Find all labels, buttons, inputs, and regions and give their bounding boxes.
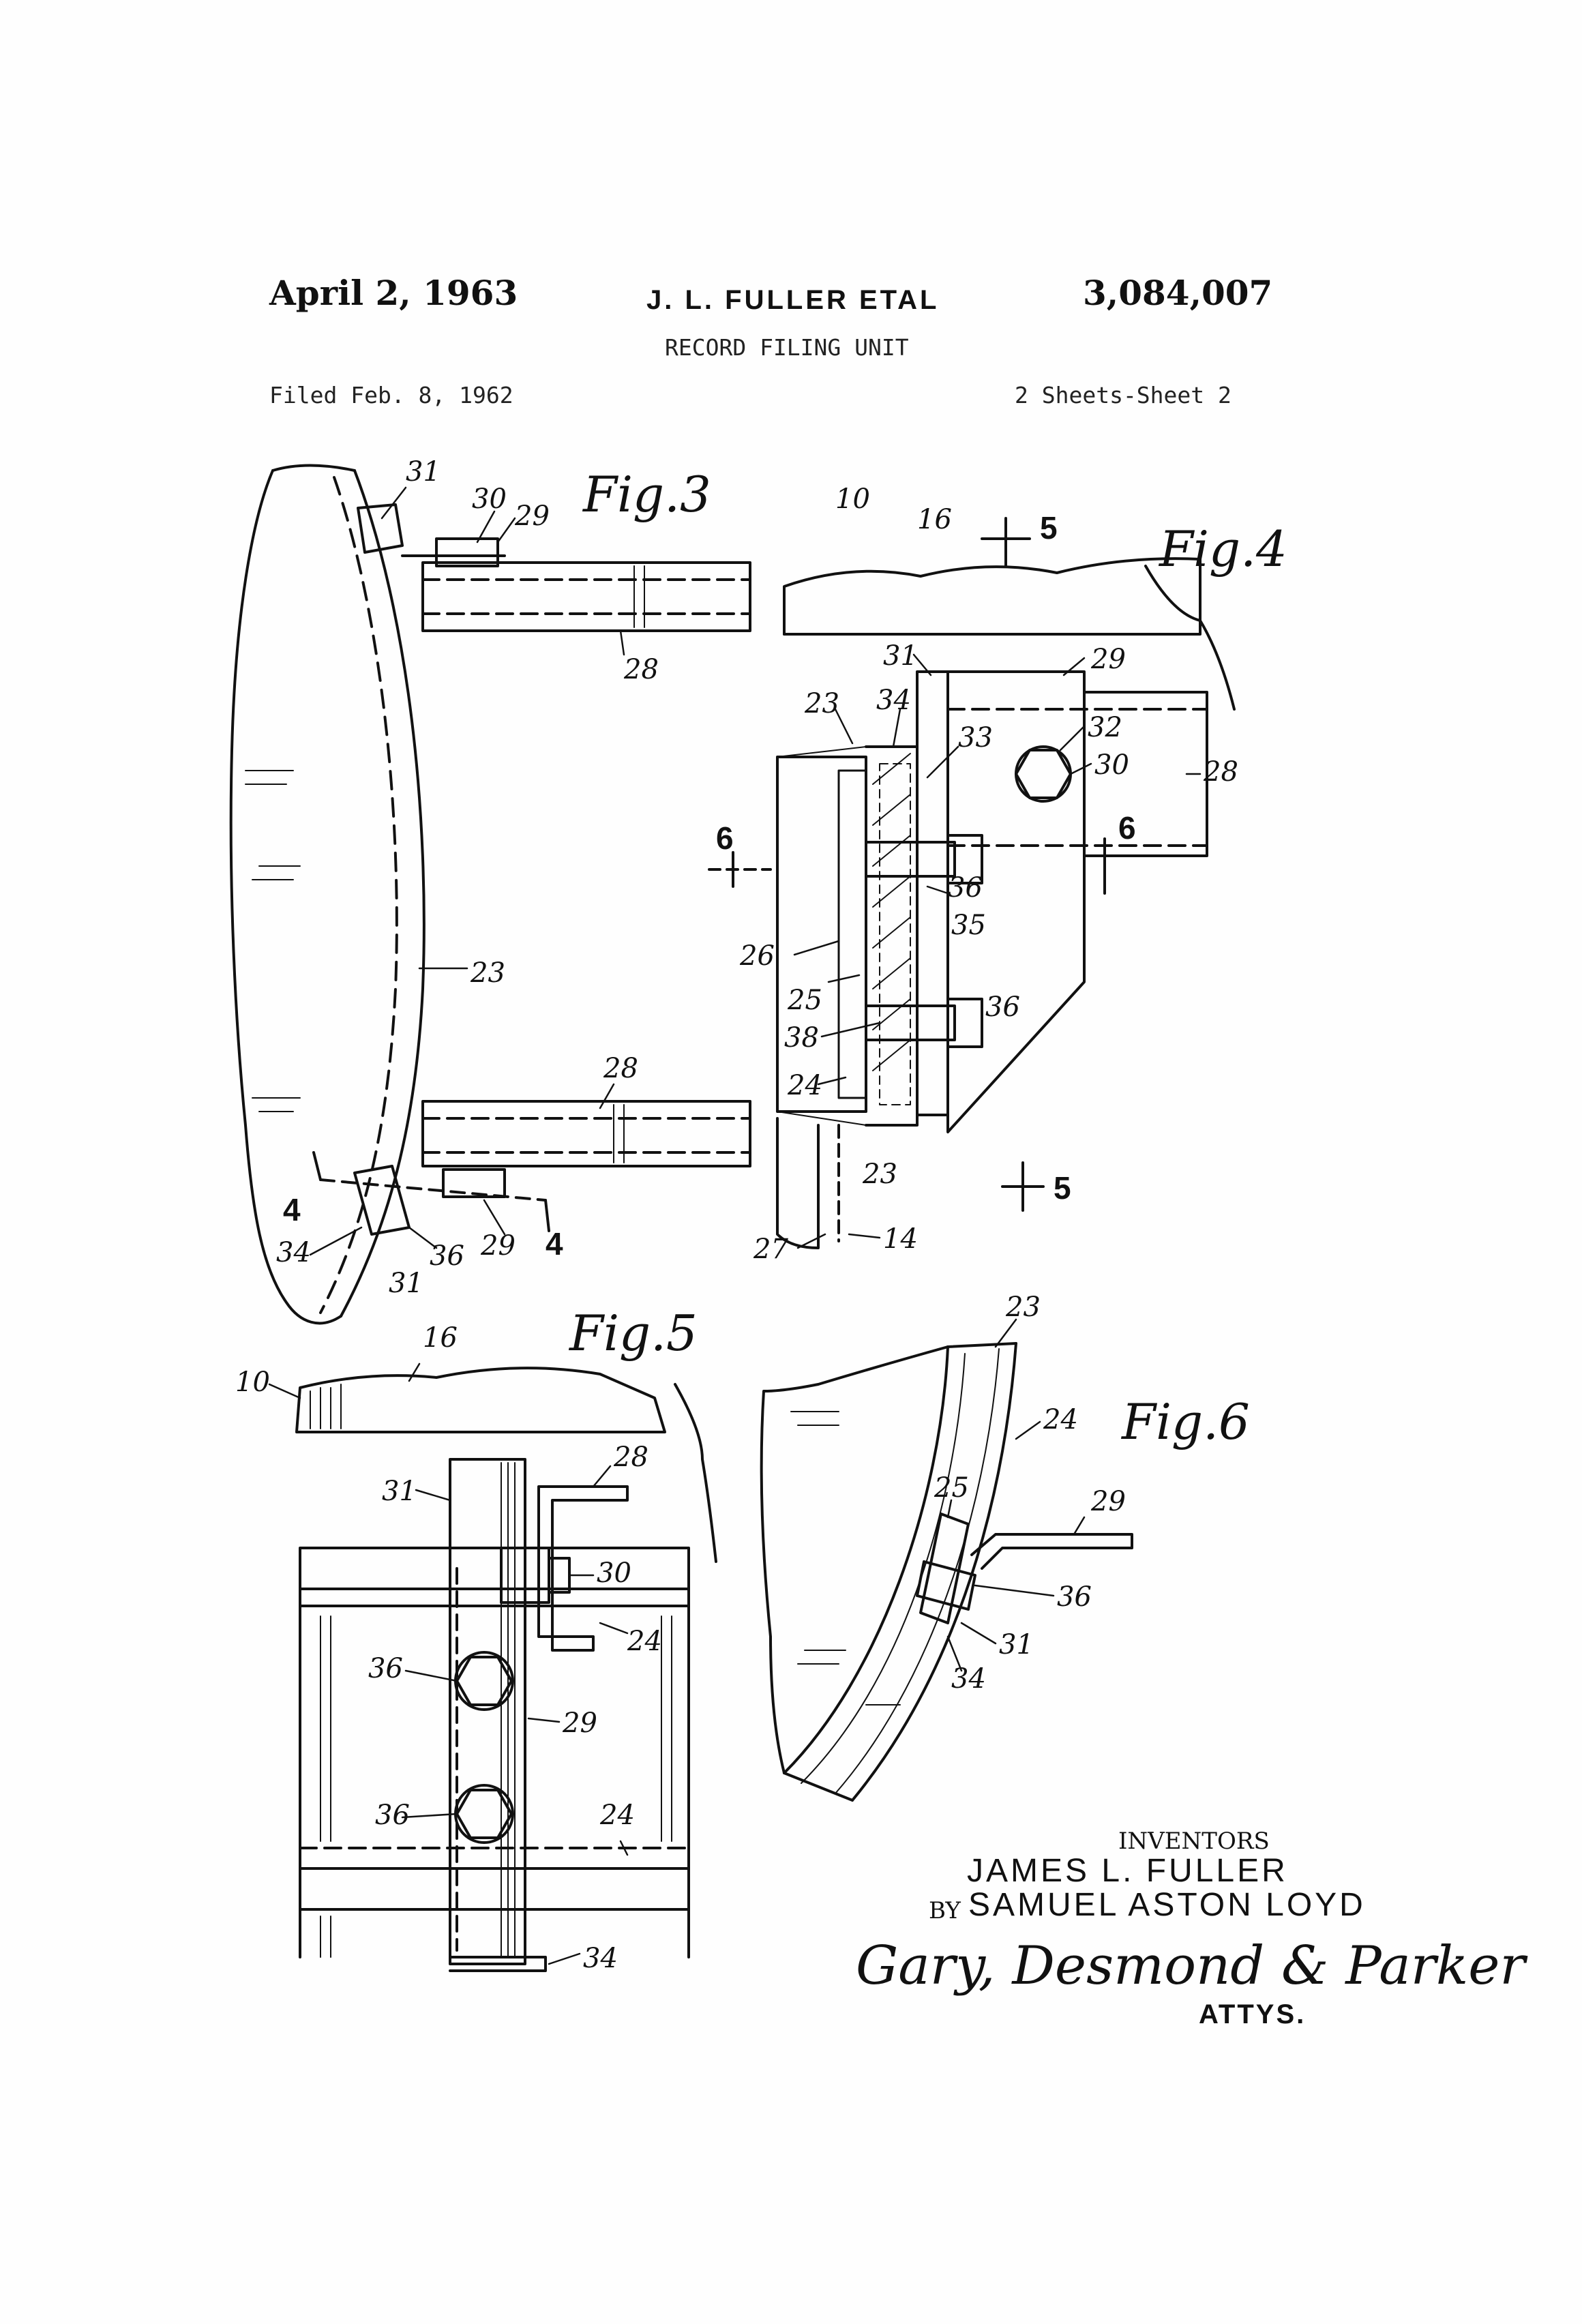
ref-label: 30 (597, 1558, 631, 1589)
ref-label: 35 (951, 910, 986, 941)
ref-label: 23 (1005, 1292, 1041, 1323)
section-marker: 4 (283, 1192, 301, 1227)
ref-label: 36 (375, 1800, 410, 1831)
ref-label: 36 (948, 872, 983, 904)
fig6-drawing (762, 1320, 1132, 1800)
section-marker: 6 (1118, 810, 1136, 846)
fig3-top-break (273, 466, 355, 471)
fig6-bracket (972, 1534, 1132, 1568)
by-label: BY (929, 1897, 961, 1924)
ref-label: 34 (876, 685, 911, 716)
attorneys-signature: Gary, Desmond & Parker (856, 1935, 1525, 1997)
fig4-strip (917, 672, 948, 1115)
section-marker: 5 (1040, 510, 1058, 546)
ref-label: 29 (480, 1230, 516, 1262)
ref-label: 25 (934, 1472, 969, 1504)
ref-label: 29 (1090, 644, 1126, 675)
ref-label: 23 (862, 1159, 897, 1190)
ref-label: 24 (1043, 1404, 1078, 1435)
ref-label: 10 (835, 483, 870, 515)
fig6-refs: 23 24 25 29 36 31 34 (934, 1292, 1126, 1695)
ref-label: 28 (623, 654, 659, 685)
ref-label: 30 (472, 483, 507, 515)
ref-label: 34 (276, 1237, 311, 1268)
section-marker: 6 (716, 820, 734, 856)
inventors-label: INVENTORS (1118, 1828, 1270, 1855)
ref-label: 36 (430, 1240, 464, 1272)
ref-label: 26 (739, 940, 775, 972)
fig4-hatching (777, 747, 910, 1125)
fig3-refs: 31 30 29 28 23 28 4 4 34 36 29 31 (276, 456, 659, 1299)
fig4-lower-web (777, 1118, 818, 1248)
fig4-brace (1146, 566, 1234, 709)
fig5-label: Fig.5 (568, 1305, 698, 1362)
section-marker: 5 (1054, 1170, 1071, 1206)
ref-label: 29 (514, 501, 550, 532)
attorneys-label: ATTYS. (1199, 1999, 1306, 2030)
fig6-shading (791, 1412, 900, 1705)
ref-label: 31 (389, 1268, 423, 1299)
fig6-broken-outline (762, 1347, 948, 1773)
fig3-label: Fig.3 (582, 466, 711, 523)
ref-label: 29 (1090, 1486, 1126, 1517)
fig5-drawing (269, 1364, 716, 1971)
fig4-refs: 10 16 5 31 29 23 34 32 33 30 28 6 6 36 3… (716, 483, 1238, 1265)
ref-label: 33 (958, 722, 993, 754)
ref-label: 31 (883, 640, 918, 672)
ref-label: 16 (917, 504, 952, 535)
fig6-band-inner (784, 1347, 948, 1773)
ref-label: 10 (235, 1367, 270, 1398)
fig5-bolt36-lower (457, 1790, 511, 1838)
fig3-shading (245, 771, 300, 1112)
inventor-name-2: SAMUEL ASTON LOYD (968, 1886, 1366, 1924)
ref-label: 25 (787, 985, 822, 1016)
ref-label: 28 (613, 1442, 648, 1473)
fig4-body (777, 757, 866, 1112)
fig5-bolt36-upper (457, 1657, 511, 1705)
fig4-label: Fig.4 (1158, 520, 1287, 578)
ref-label: 16 (423, 1322, 458, 1354)
inventor-name-1: JAMES L. FULLER (967, 1852, 1288, 1890)
ref-label: 34 (951, 1663, 986, 1695)
fig3-drawing (231, 466, 750, 1324)
ref-label: 28 (1203, 756, 1238, 788)
ref-label: 23 (470, 957, 505, 989)
fig3-upper-clip (358, 505, 402, 552)
ref-label: 36 (368, 1653, 403, 1684)
fig3-upper-rail (423, 563, 750, 631)
fig4-bolt-head (1016, 747, 1071, 801)
fig4-top-part (784, 558, 1200, 634)
fig3-section-line (320, 1180, 546, 1200)
ref-label: 32 (1088, 712, 1122, 743)
ref-label: 34 (583, 1943, 618, 1974)
fig4-clamp (866, 747, 917, 1125)
ref-label: 36 (1057, 1581, 1092, 1613)
ref-label: 24 (627, 1626, 662, 1657)
fig5-brace (675, 1384, 716, 1562)
ref-label: 24 (787, 1070, 822, 1101)
fig6-label: Fig.6 (1120, 1393, 1250, 1450)
fig5-strip (450, 1459, 525, 1964)
ref-label: 28 (603, 1053, 638, 1084)
ref-label: 23 (804, 688, 839, 719)
section-marker: 4 (546, 1226, 563, 1262)
ref-label: 31 (999, 1629, 1034, 1660)
fig5-top-part (297, 1368, 665, 1432)
ref-label: 38 (784, 1022, 819, 1054)
ref-label: 14 (883, 1223, 918, 1255)
ref-label: 24 (599, 1800, 635, 1831)
ref-label: 27 (753, 1234, 788, 1265)
fig5-cabinet-outline (300, 1548, 689, 1957)
fig3-lower-rail (423, 1101, 750, 1166)
ref-label: 31 (382, 1476, 417, 1507)
ref-label: 30 (1094, 749, 1129, 781)
ref-label: 36 (985, 992, 1020, 1023)
ref-label: 29 (562, 1708, 597, 1739)
ref-label: 31 (406, 456, 441, 488)
